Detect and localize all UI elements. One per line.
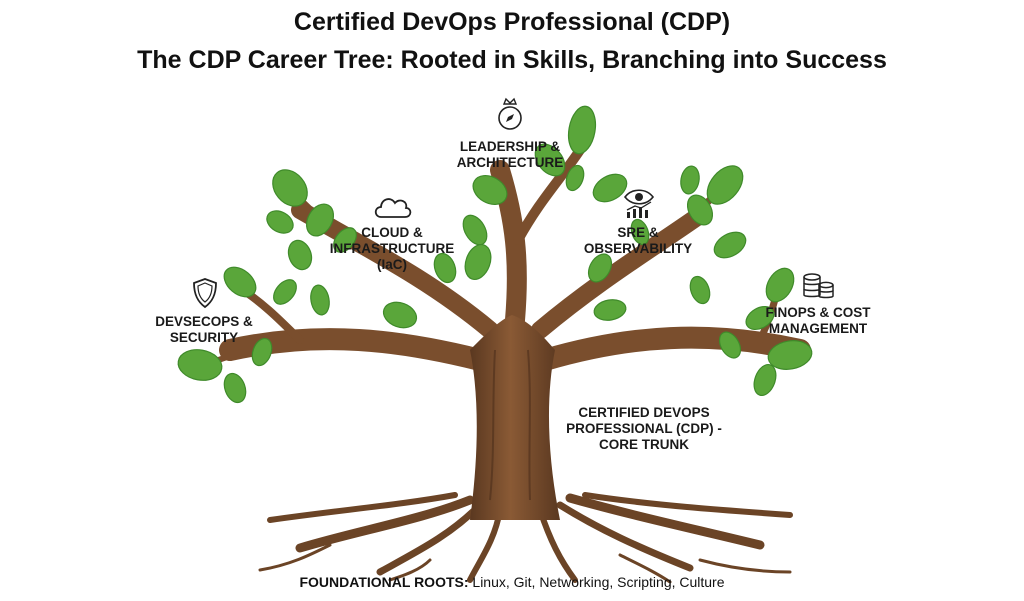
shield-icon: [193, 278, 217, 309]
label-line: PROFESSIONAL (CDP) -: [566, 421, 722, 436]
page-title: Certified DevOps Professional (CDP): [293, 8, 731, 36]
label-line: LEADERSHIP &: [459, 139, 561, 154]
tree-leaves: [177, 105, 813, 404]
label-finops-cost-management: FINOPS & COST MANAGEMENT: [748, 305, 888, 337]
label-line: (IaC): [377, 257, 407, 272]
label-line: FINOPS & COST: [765, 305, 871, 320]
label-leadership-architecture: LEADERSHIP & ARCHITECTURE: [438, 139, 582, 171]
crowned-compass-icon: [498, 97, 522, 130]
label-line: CORE TRUNK: [599, 437, 689, 452]
tree-trunk: [470, 315, 560, 520]
label-line: SECURITY: [169, 330, 239, 345]
label-cloud-infrastructure: CLOUD & INFRASTRUCTURE (IaC): [315, 225, 469, 273]
page-subtitle: The CDP Career Tree: Rooted in Skills, B…: [137, 46, 887, 74]
roots-label: FOUNDATIONAL ROOTS:: [299, 574, 469, 590]
label-line: INFRASTRUCTURE: [329, 241, 455, 256]
label-line: DEVSECOPS &: [155, 314, 253, 329]
coin-stack-icon: [803, 273, 834, 299]
label-line: CLOUD &: [361, 225, 423, 240]
label-line: SRE &: [617, 225, 659, 240]
cloud-icon: [374, 198, 412, 218]
eye-chart-icon: [623, 189, 655, 218]
roots-caption: FOUNDATIONAL ROOTS: Linux, Git, Networki…: [0, 574, 1024, 590]
label-core-trunk: CERTIFIED DEVOPS PROFESSIONAL (CDP) - CO…: [554, 405, 734, 453]
tree-roots: [258, 492, 793, 584]
label-line: CERTIFIED DEVOPS: [578, 405, 710, 420]
roots-items: Linux, Git, Networking, Scripting, Cultu…: [472, 574, 725, 590]
label-sre-observability: SRE & OBSERVABILITY: [570, 225, 706, 257]
label-devsecops-security: DEVSECOPS & SECURITY: [140, 314, 268, 346]
label-line: ARCHITECTURE: [456, 155, 564, 170]
label-line: MANAGEMENT: [768, 321, 868, 336]
label-line: OBSERVABILITY: [583, 241, 693, 256]
